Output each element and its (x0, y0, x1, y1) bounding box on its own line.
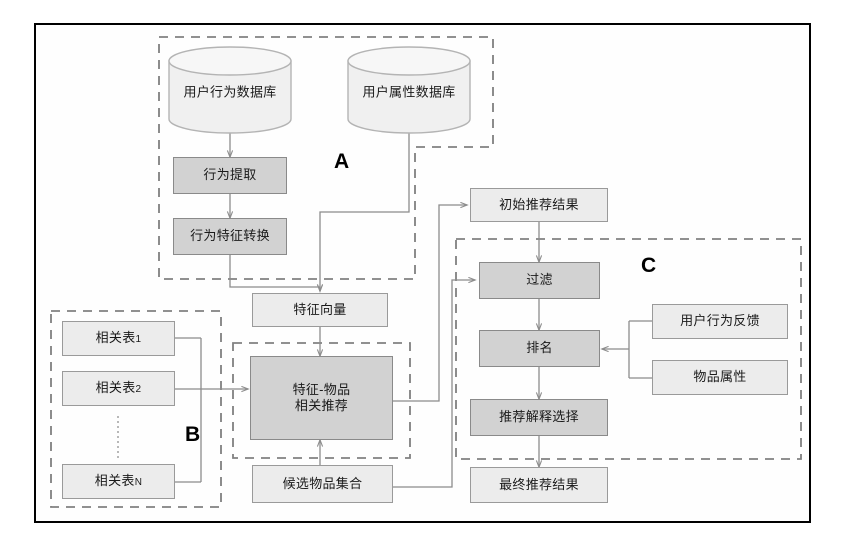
node-relation-table-1-index: 1 (135, 334, 142, 346)
node-initial-rec-result[interactable]: 初始推荐结果 (470, 188, 608, 222)
node-item-attribute[interactable]: 物品属性 (652, 360, 788, 395)
node-feature-item-recommender[interactable]: 特征-物品 相关推荐 (250, 356, 393, 440)
node-filter[interactable]: 过滤 (479, 262, 600, 299)
node-behavior-extract-label: 行为提取 (203, 167, 257, 183)
node-initial-rec-result-label: 初始推荐结果 (499, 196, 579, 212)
node-candidate-item-set-label: 候选物品集合 (282, 475, 363, 491)
node-candidate-item-set[interactable]: 候选物品集合 (252, 465, 393, 503)
node-relation-table-n-label: 相关表 (94, 473, 135, 489)
group-label-c: C (641, 254, 657, 277)
node-relation-table-2-index: 2 (135, 384, 142, 396)
database-user-behavior-label: 用户行为数据库 (183, 84, 277, 100)
node-user-behavior-feedback[interactable]: 用户行为反馈 (652, 304, 788, 339)
database-user-behavior[interactable]: 用户行为数据库 (168, 46, 292, 134)
cylinder-shape (347, 46, 471, 134)
node-relation-table-n-index: N (134, 477, 143, 489)
relation-table-ellipsis (117, 416, 119, 460)
node-ranking[interactable]: 排名 (479, 330, 600, 367)
node-rec-explanation-select-label: 推荐解释选择 (499, 409, 579, 425)
node-rec-explanation-select[interactable]: 推荐解释选择 (470, 399, 608, 436)
node-item-attribute-label: 物品属性 (693, 369, 747, 385)
node-filter-label: 过滤 (526, 272, 553, 288)
node-feature-item-recommender-label-line1: 特征-物品 (292, 381, 351, 397)
node-relation-table-2-label: 相关表 (95, 380, 136, 396)
database-user-attribute[interactable]: 用户属性数据库 (347, 46, 471, 134)
node-ranking-label: 排名 (526, 340, 553, 356)
node-final-rec-result[interactable]: 最终推荐结果 (470, 467, 608, 503)
node-behavior-extract[interactable]: 行为提取 (173, 157, 287, 194)
node-behavior-feature-transform[interactable]: 行为特征转换 (173, 218, 287, 255)
node-feature-item-recommender-label-line2: 相关推荐 (294, 398, 349, 413)
node-relation-table-1-label: 相关表 (95, 330, 136, 346)
node-final-rec-result-label: 最终推荐结果 (499, 476, 579, 492)
group-label-b: B (185, 423, 201, 446)
node-behavior-feature-transform-label: 行为特征转换 (190, 228, 270, 244)
database-user-attribute-label: 用户属性数据库 (362, 84, 456, 100)
group-label-a: A (334, 150, 350, 173)
node-feature-vector[interactable]: 特征向量 (252, 293, 388, 327)
cylinder-shape (168, 46, 292, 134)
node-user-behavior-feedback-label: 用户行为反馈 (680, 313, 760, 329)
node-feature-vector-label: 特征向量 (293, 301, 347, 317)
